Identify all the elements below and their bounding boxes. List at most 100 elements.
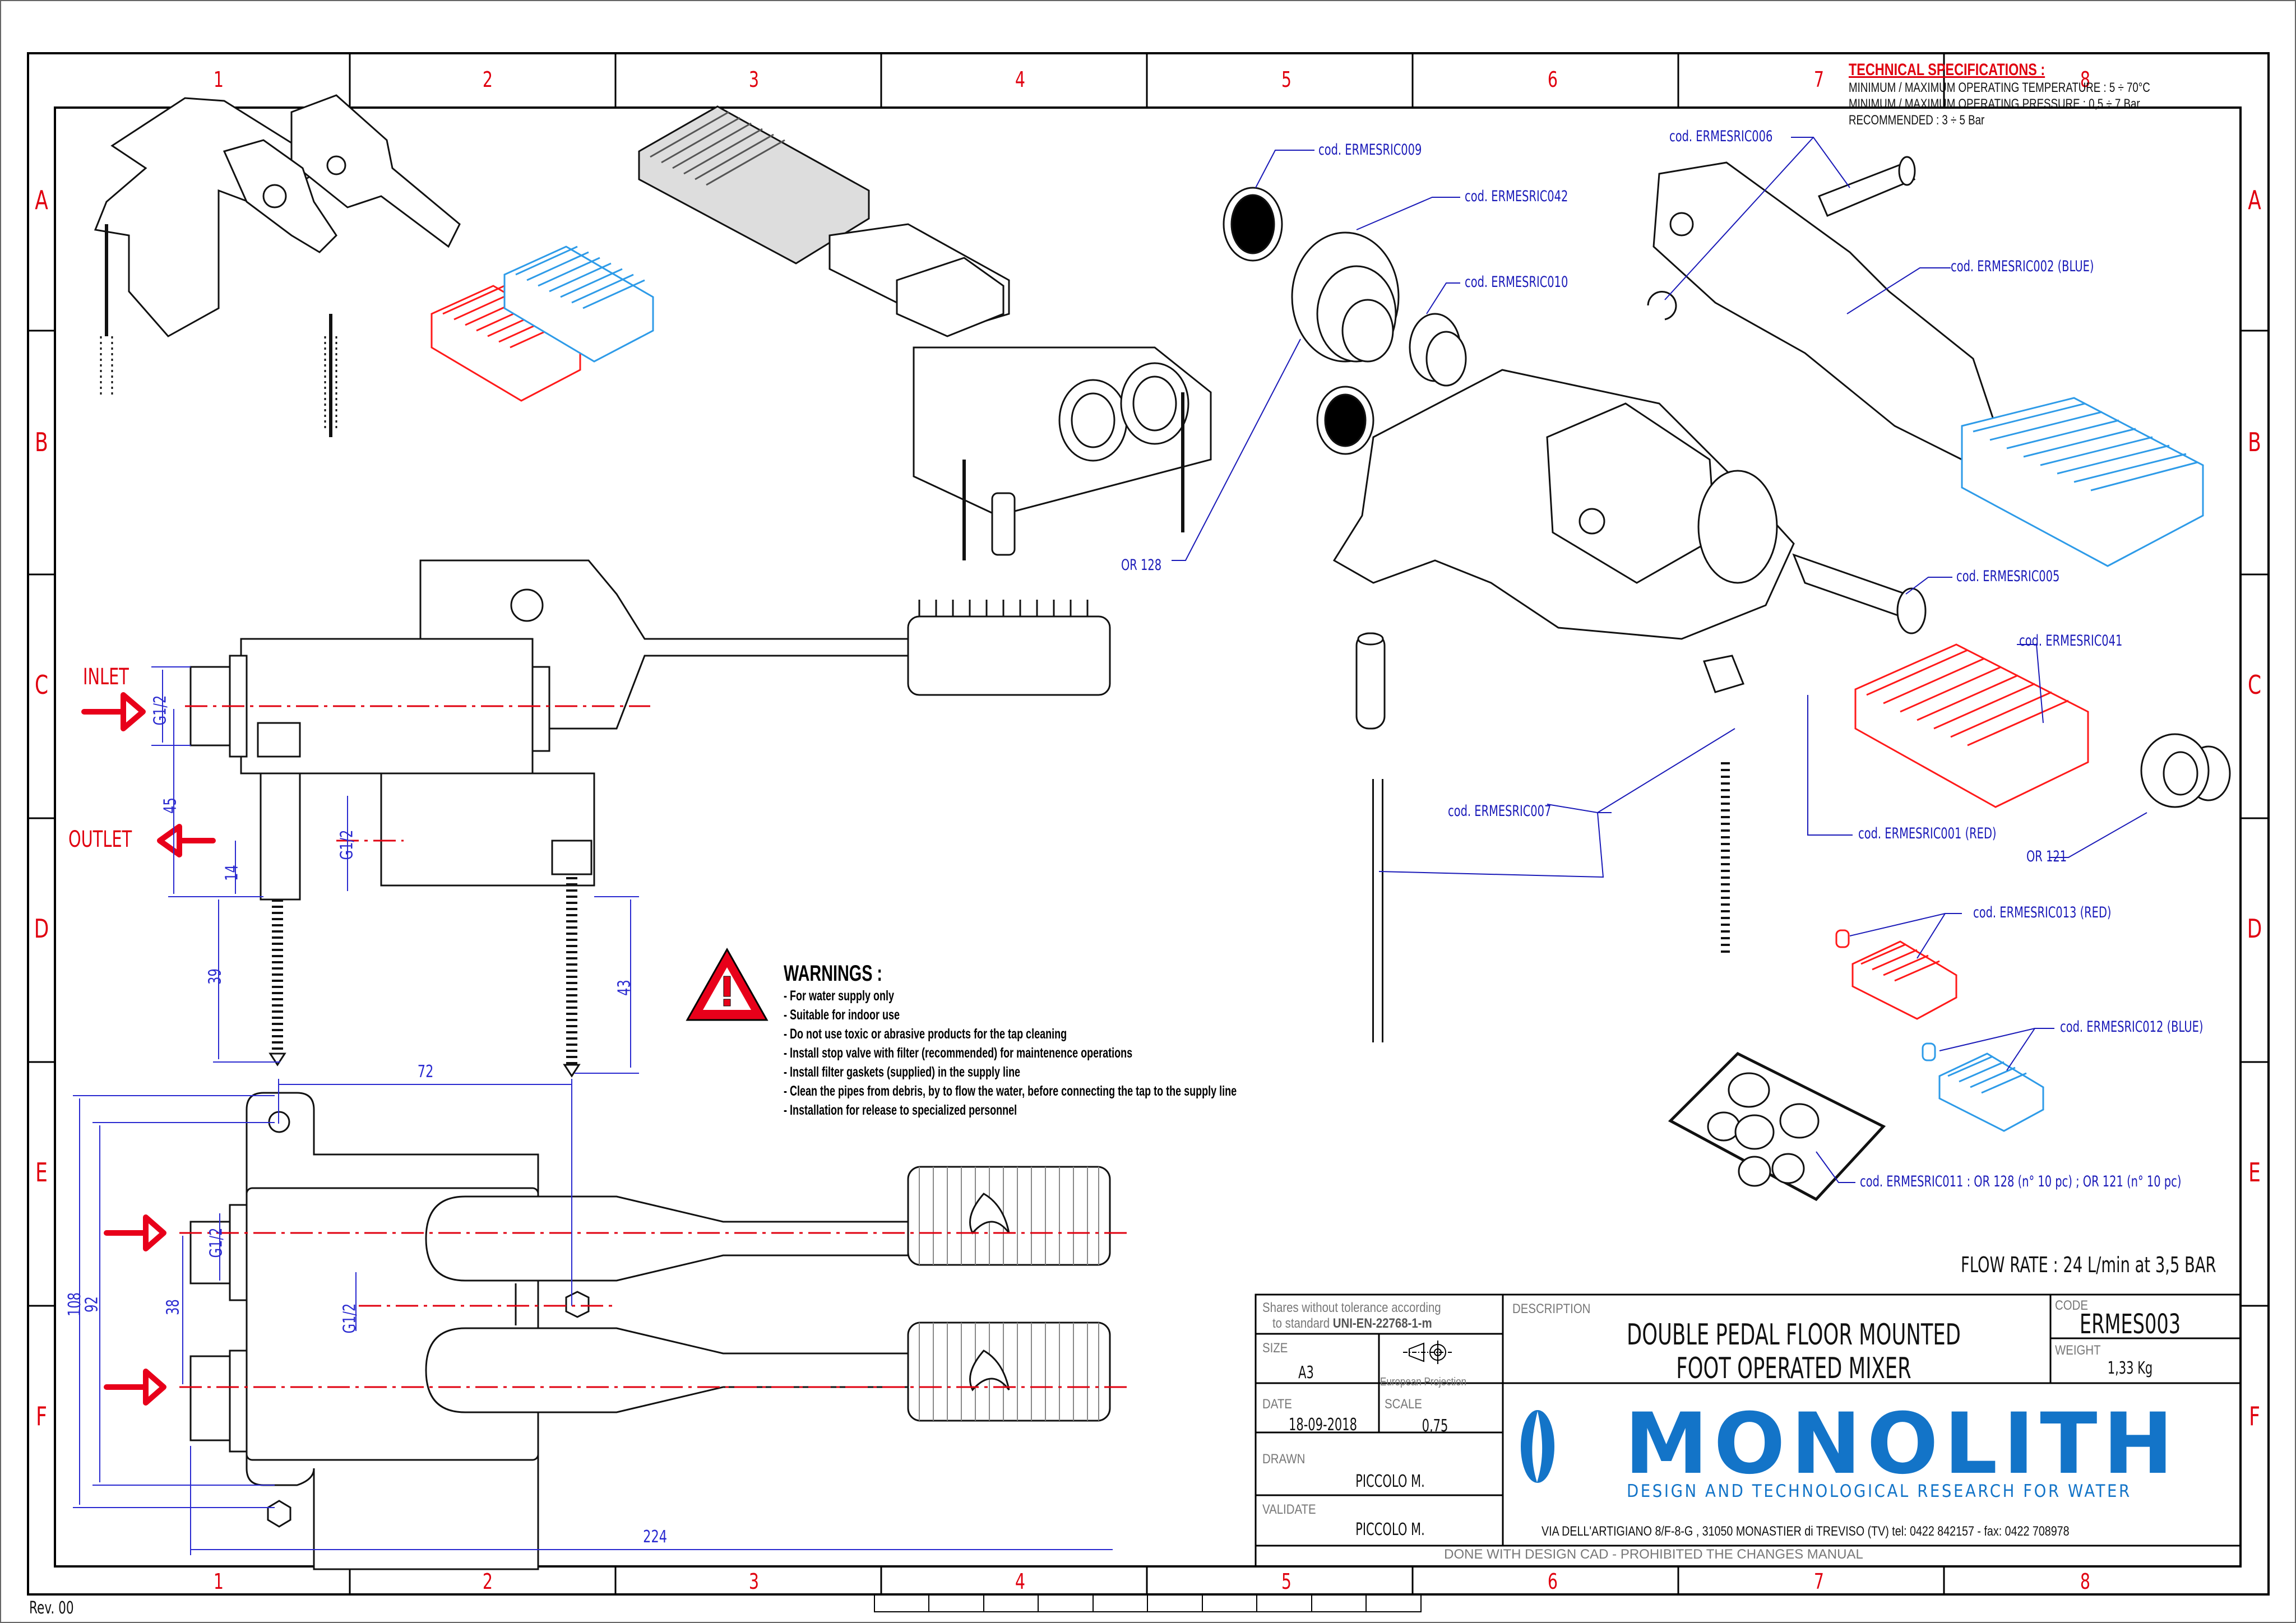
column-label-bottom-1: 1 bbox=[213, 1569, 224, 1594]
column-label-bottom-8: 8 bbox=[2080, 1569, 2091, 1594]
scale-boxes bbox=[874, 1594, 1422, 1612]
size-label: SIZE bbox=[1262, 1341, 1288, 1356]
warnings-block: WARNINGS : - For water supply only - Sui… bbox=[784, 961, 1413, 1120]
callout-ermesric009: cod. ERMESRIC009 bbox=[1318, 141, 1422, 159]
row-label-right-F: F bbox=[2249, 1401, 2260, 1431]
dim-outlet-thread: G1/2 bbox=[337, 829, 357, 860]
tolerance-note-line1: Shares without tolerance according bbox=[1262, 1300, 1441, 1315]
row-label-left-E: E bbox=[35, 1157, 48, 1188]
warning-item: - For water supply only bbox=[784, 988, 895, 1004]
projection-label: European Projection bbox=[1380, 1376, 1467, 1388]
column-label-bottom-3: 3 bbox=[748, 1569, 760, 1594]
row-label-left-C: C bbox=[34, 670, 49, 700]
callout-ermesric011-kit: cod. ERMESRIC011 : OR 128 (n° 10 pc) ; O… bbox=[1860, 1173, 2182, 1190]
blue-pedal-large bbox=[1961, 397, 2204, 567]
tolerance-standard: UNI-EN-22768-1-m bbox=[1332, 1316, 1432, 1331]
top-view bbox=[189, 1092, 1111, 1570]
outlet-arrow-icon bbox=[157, 824, 216, 857]
dim-outlet-thread-top: G1/2 bbox=[340, 1303, 360, 1334]
dim-inlet-thread: G1/2 bbox=[150, 695, 170, 726]
validate-value: PICCOLO M. bbox=[1355, 1520, 1425, 1539]
row-label-left-B: B bbox=[35, 427, 48, 457]
drawn-label: DRAWN bbox=[1262, 1452, 1306, 1467]
callout-ermesric001-red: cod. ERMESRIC001 (RED) bbox=[1858, 825, 1997, 842]
column-label-top-2: 2 bbox=[482, 67, 493, 92]
dim-43: 43 bbox=[614, 980, 635, 996]
monolith-drop-logo bbox=[1521, 1410, 1554, 1483]
top-inlet-arrow-2-icon bbox=[104, 1369, 166, 1406]
warning-triangle-icon bbox=[686, 947, 769, 1021]
leader-lines bbox=[1172, 137, 2147, 1183]
iso-assembly-small bbox=[94, 94, 461, 437]
side-view bbox=[189, 559, 1111, 1078]
callout-ermesric007: cod. ERMESRIC007 bbox=[1448, 803, 1552, 820]
dim-14: 14 bbox=[222, 865, 242, 881]
column-label-bottom-4: 4 bbox=[1015, 1569, 1026, 1594]
inlet-arrow-icon bbox=[81, 692, 146, 731]
column-label-top-5: 5 bbox=[1281, 67, 1292, 92]
column-label-top-8: 8 bbox=[2080, 67, 2091, 92]
row-label-left-F: F bbox=[36, 1401, 47, 1431]
dim-92: 92 bbox=[82, 1296, 102, 1313]
company-address: VIA DELL'ARTIGIANO 8/F-8-G , 31050 MONAS… bbox=[1542, 1524, 2070, 1539]
validate-label: VALIDATE bbox=[1262, 1502, 1316, 1517]
warning-item: - Install filter gaskets (supplied) in t… bbox=[784, 1064, 1021, 1080]
side-dimensions bbox=[151, 666, 639, 1074]
row-label-right-C: C bbox=[2247, 670, 2262, 700]
callout-ermesric010: cod. ERMESRIC010 bbox=[1465, 273, 1568, 291]
spec-pressure: MINIMUM / MAXIMUM OPERATING PRESSURE : 0… bbox=[1849, 96, 2140, 112]
row-label-left-A: A bbox=[35, 185, 48, 215]
dim-72: 72 bbox=[417, 1062, 434, 1082]
inlet-label: INLET bbox=[83, 664, 129, 690]
callout-ermesric006: cod. ERMESRIC006 bbox=[1669, 128, 1773, 145]
blue-pedal-small bbox=[503, 245, 654, 363]
warning-item: - Do not use toxic or abrasive products … bbox=[784, 1026, 1067, 1042]
top-dimensions bbox=[73, 1079, 1113, 1555]
date-label: DATE bbox=[1262, 1397, 1292, 1412]
column-label-bottom-7: 7 bbox=[1813, 1569, 1825, 1594]
cad-note: DONE WITH DESIGN CAD - PROHIBITED THE CH… bbox=[1444, 1547, 1863, 1562]
callout-ermesric041: cod. ERMESRIC041 bbox=[2019, 632, 2123, 650]
dim-39: 39 bbox=[205, 968, 225, 985]
scale-value: 0,75 bbox=[1422, 1416, 1448, 1436]
iso-assembly-grey bbox=[638, 105, 1212, 560]
description-line2: FOOT OPERATED MIXER bbox=[1676, 1352, 1911, 1385]
pin-006 bbox=[1818, 161, 1916, 217]
spec-temperature: MINIMUM / MAXIMUM OPERATING TEMPERATURE … bbox=[1849, 80, 2150, 95]
callout-ermesric012-blue: cod. ERMESRIC012 (BLUE) bbox=[2060, 1018, 2204, 1036]
date-value: 18-09-2018 bbox=[1288, 1415, 1358, 1435]
row-label-left-D: D bbox=[34, 913, 49, 944]
column-label-top-7: 7 bbox=[1813, 67, 1825, 92]
column-label-top-4: 4 bbox=[1015, 67, 1026, 92]
row-label-right-E: E bbox=[2248, 1157, 2261, 1188]
size-value: A3 bbox=[1298, 1363, 1314, 1383]
title-block-grid bbox=[1255, 1293, 2242, 1568]
warning-item: - Installation for release to specialize… bbox=[784, 1102, 1017, 1118]
callout-or121: OR 121 bbox=[2026, 848, 2067, 865]
tolerance-note-line2: to standard UNI-EN-22768-1-m bbox=[1272, 1316, 1432, 1332]
spec-recommended: RECOMMENDED : 3 ÷ 5 Bar bbox=[1849, 113, 1985, 128]
drawn-value: PICCOLO M. bbox=[1355, 1472, 1425, 1491]
revision-label: Rev. 00 bbox=[29, 1598, 74, 1618]
code-value: ERMES003 bbox=[2079, 1309, 2181, 1340]
weight-value: 1,33 Kg bbox=[2107, 1358, 2153, 1378]
company-tagline: DESIGN AND TECHNOLOGICAL RESEARCH FOR WA… bbox=[1627, 1481, 2132, 1501]
description-line1: DOUBLE PEDAL FLOOR MOUNTED bbox=[1627, 1318, 1961, 1352]
company-logo-text: MONOLITH bbox=[1624, 1395, 2179, 1493]
flow-rate: FLOW RATE : 24 L/min at 3,5 BAR bbox=[1961, 1253, 2216, 1277]
top-centerlines bbox=[179, 1232, 1127, 1388]
technical-specifications: TECHNICAL SPECIFICATIONS : MINIMUM / MAX… bbox=[1849, 61, 2252, 128]
blue-pad-012 bbox=[1922, 1042, 2044, 1132]
warning-item: - Clean the pipes from debris, by to flo… bbox=[784, 1083, 1237, 1099]
dim-inlet-thread-top: G1/2 bbox=[206, 1227, 226, 1258]
row-label-right-B: B bbox=[2248, 427, 2261, 457]
red-pad-013 bbox=[1835, 929, 1957, 1020]
scale-label: SCALE bbox=[1385, 1397, 1422, 1412]
description-label: DESCRIPTION bbox=[1512, 1301, 1591, 1316]
warning-item: - Suitable for indoor use bbox=[784, 1007, 900, 1023]
weight-label: WEIGHT bbox=[2055, 1343, 2101, 1358]
callout-ermesric005: cod. ERMESRIC005 bbox=[1956, 568, 2060, 585]
